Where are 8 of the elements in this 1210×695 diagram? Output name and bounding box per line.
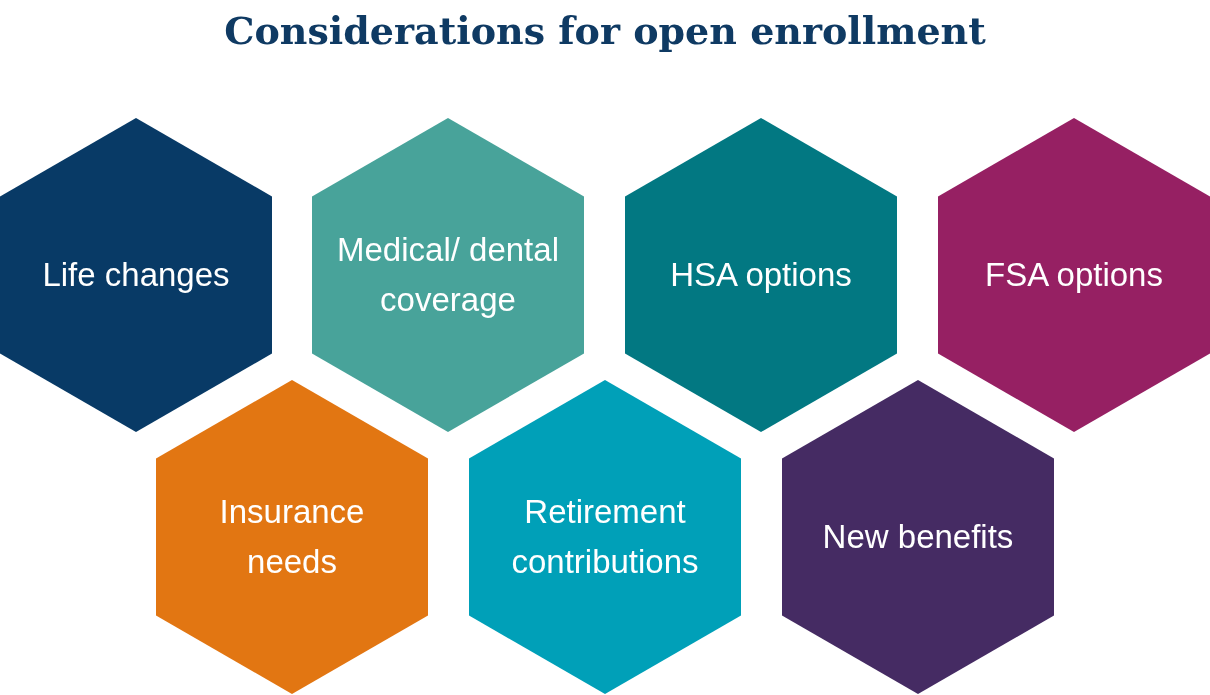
hexagon-label: HSA options [669, 255, 853, 295]
hexagon-label: Insurance needs [218, 492, 366, 582]
hexagon-label: Retirement contributions [510, 492, 700, 582]
hexagon-label: Life changes [41, 255, 231, 295]
title: Considerations for open enrollment [224, 8, 986, 53]
hexagon-label: Medical/ dental coverage [336, 230, 560, 320]
hexagon-label: FSA options [984, 255, 1164, 295]
hexagon-label: New benefits [821, 517, 1015, 557]
